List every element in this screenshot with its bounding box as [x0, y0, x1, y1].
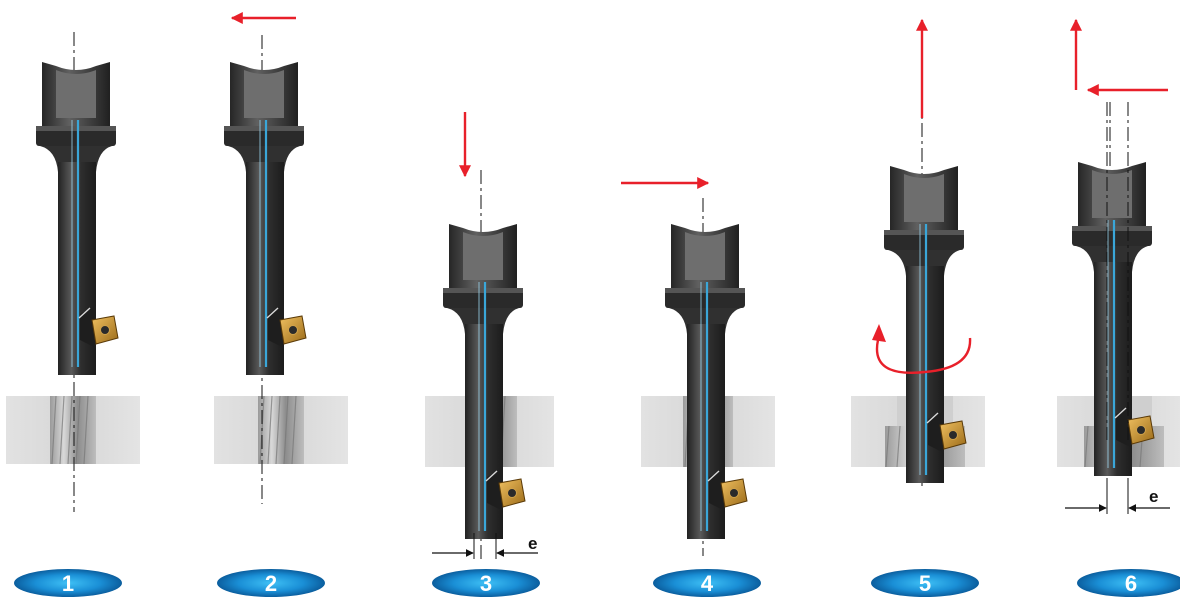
- step-badge-4: [653, 569, 761, 597]
- insert-seat: [80, 306, 96, 348]
- chip-groove: [707, 470, 720, 482]
- holder-pocket: [56, 70, 96, 118]
- flange-highlight: [443, 288, 523, 293]
- chip-groove: [78, 307, 91, 319]
- insert-screw: [729, 488, 739, 498]
- step-number-4: 4: [701, 571, 714, 596]
- bore-groove: [896, 425, 901, 468]
- offset-dimension-step-6: [1065, 478, 1170, 514]
- boring-bar-6: [1072, 102, 1155, 476]
- step-badge-3: [432, 569, 540, 597]
- step-number-2: 2: [265, 571, 277, 596]
- step-number-6: 6: [1125, 571, 1137, 596]
- holder-pocket: [1092, 170, 1132, 218]
- flange-highlight: [665, 288, 745, 293]
- insert-seat: [268, 306, 284, 348]
- insert-seat: [487, 469, 503, 511]
- chip-groove: [485, 470, 498, 482]
- bore-groove: [75, 395, 81, 465]
- step-badge-2: [217, 569, 325, 597]
- step-number-5: 5: [919, 571, 931, 596]
- bore-groove: [51, 395, 57, 465]
- boring-bar-5: [884, 98, 967, 486]
- motion-arrows: [230, 12, 1168, 374]
- insert-screw: [288, 325, 298, 335]
- bore-groove: [283, 395, 289, 465]
- holder-pocket: [244, 70, 284, 118]
- bore-groove: [59, 395, 65, 465]
- flange-highlight: [224, 126, 304, 131]
- bore-groove: [885, 425, 890, 468]
- offset-label-step-6: e: [1149, 487, 1158, 506]
- insert-screw: [100, 325, 110, 335]
- holder-pocket: [685, 232, 725, 280]
- insert-seat: [928, 411, 944, 453]
- workpiece-bore: [50, 396, 96, 464]
- insert-seat: [709, 469, 725, 511]
- workpiece-bore: [258, 396, 304, 464]
- rotation-arc-step-5: [875, 337, 972, 374]
- step-badge-6: [1077, 569, 1180, 597]
- offset-label-step-3: e: [528, 534, 537, 553]
- offset-dimensions: [432, 102, 1170, 559]
- bore-groove: [291, 395, 297, 465]
- bore-groove: [67, 395, 73, 465]
- step-number-3: 3: [480, 571, 492, 596]
- tools: [36, 32, 1155, 560]
- flange-highlight: [1072, 226, 1152, 231]
- flange-highlight: [884, 230, 964, 235]
- workpiece-2: [214, 395, 348, 465]
- bore-groove: [275, 395, 281, 465]
- step-badge-1: [14, 569, 122, 597]
- workpieces: [6, 395, 1180, 468]
- holder-pocket: [463, 232, 503, 280]
- chip-groove: [1114, 407, 1127, 419]
- bore-groove: [1084, 425, 1089, 468]
- step-badge-5: [871, 569, 979, 597]
- chip-groove: [926, 412, 939, 424]
- holder-pocket: [904, 174, 944, 222]
- step-badges: [14, 569, 1180, 597]
- workpiece-1: [6, 395, 140, 465]
- boring-bar-2: [224, 35, 307, 504]
- rotation-arrowhead-step-5: [872, 324, 886, 342]
- insert-screw: [1136, 425, 1146, 435]
- bore-groove: [83, 395, 89, 465]
- boring-bar-3: [443, 170, 526, 560]
- insert-screw: [507, 488, 517, 498]
- boring-bar-4: [665, 198, 748, 556]
- bore-groove: [267, 395, 273, 465]
- insert-screw: [948, 430, 958, 440]
- boring-bar-1: [36, 32, 119, 512]
- offset-dimension-step-3: [432, 533, 538, 559]
- flange-highlight: [36, 126, 116, 131]
- chip-groove: [266, 307, 279, 319]
- step-number-1: 1: [62, 571, 74, 596]
